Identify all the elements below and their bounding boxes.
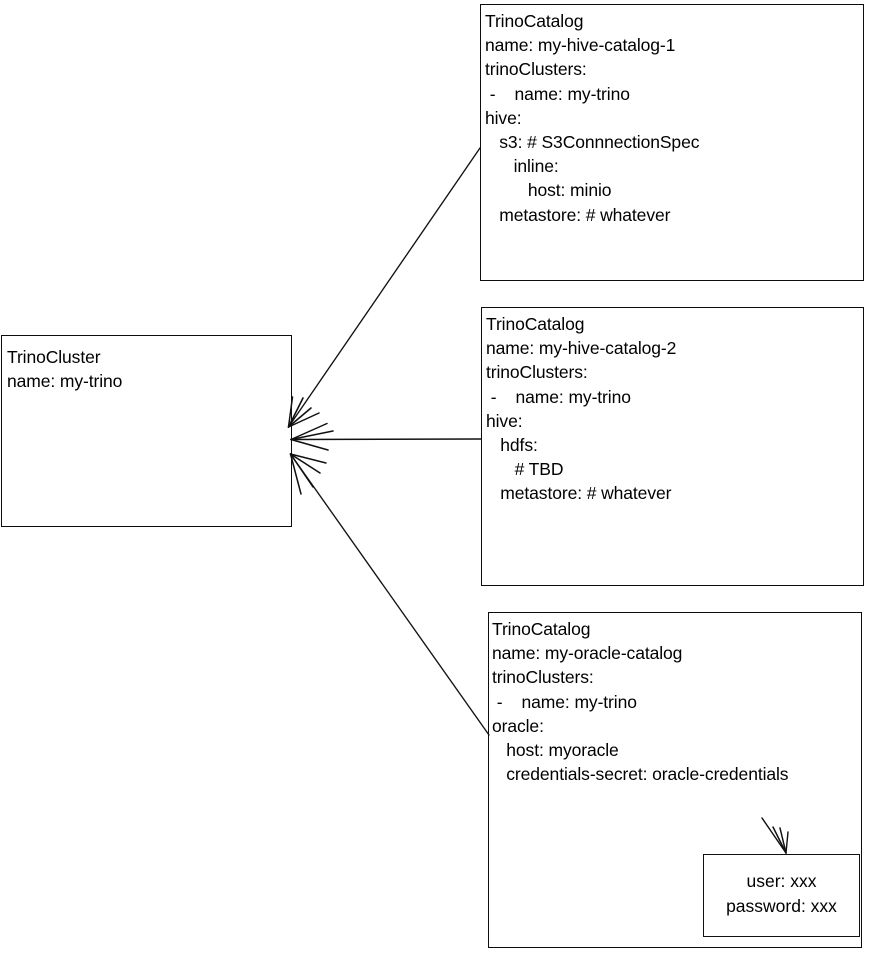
edge-catalog-1-to-cluster <box>287 147 481 428</box>
trino-cluster-node[interactable]: TrinoCluster name: my-trino <box>1 335 292 527</box>
oracle-credentials-secret-text: user: xxx password: xxx <box>726 871 837 916</box>
trino-cluster-text: TrinoCluster name: my-trino <box>7 347 123 392</box>
trino-catalog-3-text: TrinoCatalog name: my-oracle-catalog tri… <box>492 619 789 785</box>
edge-catalog-2-to-cluster <box>290 422 482 451</box>
trino-catalog-2-text: TrinoCatalog name: my-hive-catalog-2 tri… <box>486 314 677 504</box>
trino-catalog-node-my-hive-catalog-2[interactable]: TrinoCatalog name: my-hive-catalog-2 tri… <box>481 307 864 586</box>
edge-catalog-3-to-cluster <box>289 453 490 736</box>
oracle-credentials-secret-node[interactable]: user: xxx password: xxx <box>703 854 860 937</box>
trino-catalog-1-text: TrinoCatalog name: my-hive-catalog-1 tri… <box>485 11 700 225</box>
trino-catalog-node-my-oracle-catalog[interactable]: TrinoCatalog name: my-oracle-catalog tri… <box>488 612 862 948</box>
trino-catalog-node-my-hive-catalog-1[interactable]: TrinoCatalog name: my-hive-catalog-1 tri… <box>480 4 864 281</box>
